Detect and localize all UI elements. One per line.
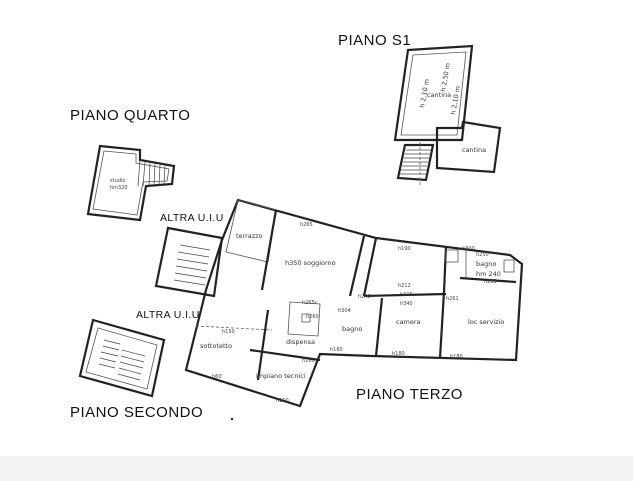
bagno-label: bagno [342, 325, 362, 333]
other-unit-label-lower: ALTRA U.I.U [136, 309, 200, 321]
studio-height: hm320 [110, 185, 128, 191]
h261-label: h261 [446, 296, 459, 302]
h60-label: h60 [212, 374, 222, 380]
stray-mark [230, 417, 234, 421]
third-floor-stairs [173, 244, 211, 286]
dispensa-fixture [301, 313, 311, 323]
h180-label-3: h180 [450, 354, 463, 360]
studio-label: studio [110, 178, 125, 184]
cellar-height-3: h 2,10 m [449, 85, 462, 115]
cellar-room2-label: cantina [462, 146, 486, 154]
fourth-floor-stairs [137, 159, 166, 187]
floor-label-terzo: PIANO TERZO [356, 386, 463, 403]
bagno2-height: hm 240 [476, 270, 501, 278]
dispensa-label: dispensa [286, 338, 315, 346]
terrazzo-label: terrazzo [236, 232, 263, 240]
impianto-wall [249, 348, 321, 362]
h304-label: h304 [338, 308, 351, 314]
third-floor-plan: ALTRA U.I.U terrazzo h350 soggiorno h265… [154, 198, 524, 408]
h180-label-2: h180 [392, 351, 405, 357]
servizio-label: loc servizio [468, 318, 504, 326]
sottotetto-divider [256, 309, 270, 381]
second-floor-plan: PIANO SECONDO ALTRA U.I.U [70, 309, 203, 421]
third-floor-outline [184, 198, 524, 408]
fourth-floor-plan: studio hm320 PIANO QUARTO [70, 107, 190, 222]
cellar-inner-outline [400, 51, 467, 136]
cellar-room-label: cantina [427, 91, 451, 99]
east-wing-corridor-wall [363, 292, 447, 298]
h150b-label: h150 [276, 398, 289, 404]
h300-label: h300 [462, 246, 475, 252]
soggiorno-wall-right [348, 235, 366, 297]
east-wing-wall-2 [438, 291, 446, 359]
h190-label: h190 [398, 246, 411, 252]
bagno-wall [374, 297, 384, 357]
h212-label: h212 [398, 283, 411, 289]
cellar-stairs [400, 149, 431, 175]
h240-label: h240 [358, 294, 371, 300]
servizio-top-wall [459, 276, 517, 284]
small-bath-fixture [445, 249, 459, 263]
h260-label: h260 [306, 314, 319, 320]
east-wing-wall-west [362, 237, 378, 297]
servizio-fixture [503, 259, 515, 273]
cellar-secondary-room [435, 120, 502, 174]
soggiorno-height-top: h265 [300, 222, 313, 228]
cellar-height-2: h 2,50 m [439, 62, 452, 92]
camera-label: camera [396, 318, 421, 326]
h180-label-1: h180 [330, 347, 343, 353]
sottotetto-label: sottotetto [200, 342, 232, 350]
floor-label-s1: PIANO S1 [338, 32, 411, 49]
h265c-label: h265c [302, 300, 318, 306]
other-unit-label-upper: ALTRA U.I.U [160, 212, 224, 224]
impianto-label: impiano tecnici [256, 372, 306, 380]
h340-label: h340 [400, 301, 413, 307]
soggiorno-wall-left [260, 209, 278, 291]
bottom-band [0, 456, 633, 481]
roof-slope-line [195, 325, 273, 331]
h250-label: h250 [476, 252, 489, 258]
h315-label: h315 [400, 292, 413, 298]
cellar-stair-block [396, 143, 435, 182]
h160-label: h160 [302, 358, 315, 364]
second-floor-stairs [98, 339, 146, 381]
floor-label-secondo: PIANO SECONDO [70, 404, 203, 421]
floor-label-quarto: PIANO QUARTO [70, 107, 190, 124]
h150-label: h150 [222, 329, 235, 335]
h263-label: h263 [484, 279, 497, 285]
bagno2-label: bagno [476, 260, 496, 268]
dispensa-room [287, 301, 321, 337]
cellar-main-room [393, 44, 474, 142]
cellar-plan: cantina cantina h 2,10 m h 2,50 m h 2,10… [338, 32, 502, 185]
second-floor-inner [85, 327, 158, 390]
fourth-floor-inner [92, 150, 170, 216]
second-floor-stair-outline [78, 318, 166, 398]
third-floor-stair-block [154, 226, 224, 298]
soggiorno-label: h350 soggiorno [285, 259, 336, 267]
fourth-floor-outline [86, 144, 176, 222]
